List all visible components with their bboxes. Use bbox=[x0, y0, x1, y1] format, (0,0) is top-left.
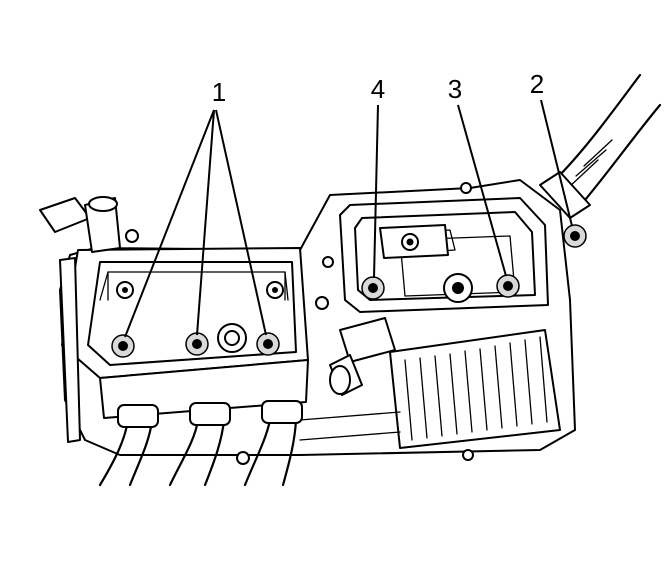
sensor-connector bbox=[329, 317, 396, 396]
left-side-pipes bbox=[39, 196, 121, 443]
bolt-item-3 bbox=[496, 274, 520, 298]
callout-4: 4 bbox=[371, 74, 385, 104]
callout-3: 3 bbox=[448, 74, 462, 104]
callout-1: 1 bbox=[212, 77, 226, 107]
bolt-item-4 bbox=[361, 276, 385, 300]
oil-pan-fins bbox=[299, 329, 561, 461]
other-fasteners bbox=[116, 182, 473, 353]
callout-2: 2 bbox=[530, 69, 544, 99]
bolt-1b bbox=[185, 332, 209, 356]
bolt-1c bbox=[256, 332, 280, 356]
lower-tubes bbox=[98, 400, 303, 487]
bolts-item-1 bbox=[111, 332, 280, 358]
bolt-item-2 bbox=[563, 224, 587, 248]
wiring-harness bbox=[539, 73, 662, 219]
control-module-frame bbox=[339, 197, 549, 313]
bolt-1a bbox=[111, 334, 135, 358]
leader-lines bbox=[124, 99, 573, 338]
